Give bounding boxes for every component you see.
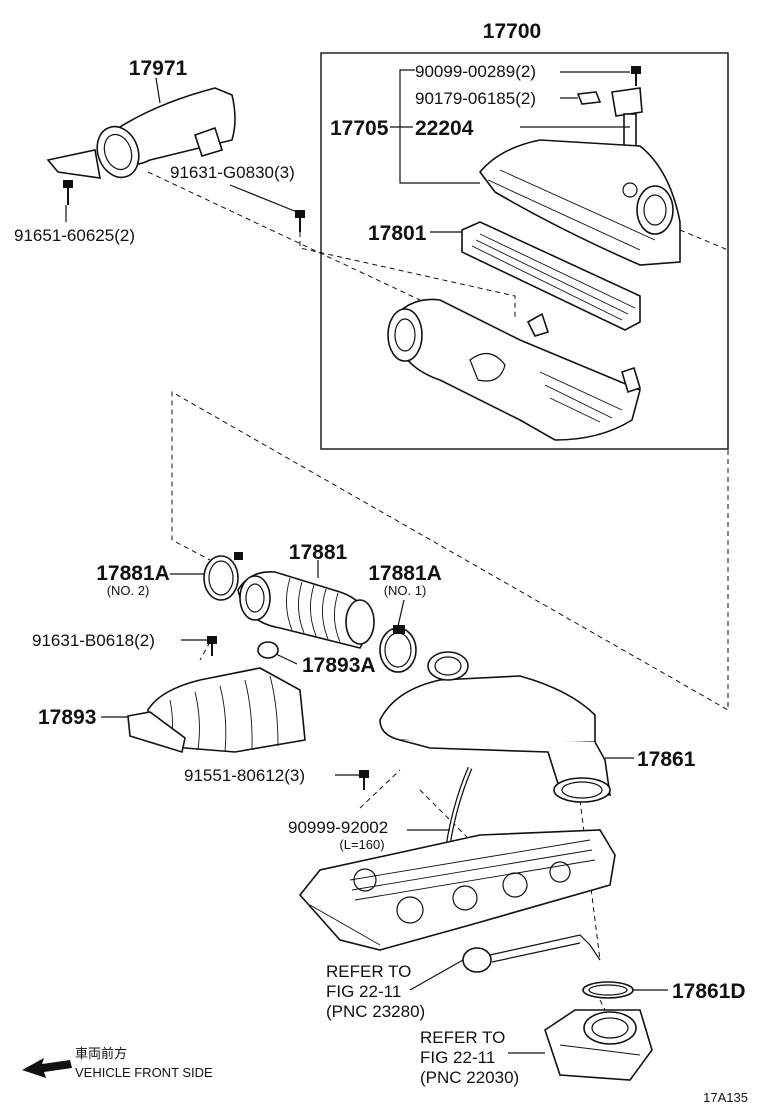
air-cleaner-cap-17705: [478, 139, 681, 266]
label-91631-b0618: 91631-B0618(2): [32, 631, 155, 650]
label-17881a-left: 17881A: [96, 562, 170, 585]
label-90099-00289: 90099-00289(2): [415, 62, 536, 81]
refer-note-1-line2: FIG 22-11: [326, 982, 401, 1001]
label-17881a-left-note: (NO. 2): [107, 583, 150, 598]
label-91551-80612: 91551-80612(3): [184, 766, 305, 785]
label-17881: 17881: [289, 541, 348, 564]
refer-note-1-line1: REFER TO: [326, 962, 411, 981]
bolt-91551-80612: [359, 770, 369, 790]
clamp-17881a-no1: [379, 625, 417, 673]
label-17801: 17801: [368, 222, 427, 245]
label-17893: 17893: [38, 706, 96, 729]
label-17881a-right: 17881A: [368, 562, 442, 585]
clip-90179-06185: [576, 91, 602, 105]
assembly-17700-frame: [320, 52, 729, 450]
bolt-91651-60625: [63, 180, 73, 205]
throttle-body: [544, 1009, 653, 1081]
label-17881a-right-note: (NO. 1): [384, 583, 427, 598]
label-90999-92002-length: (L=160): [339, 837, 384, 852]
label-17700: 17700: [483, 20, 541, 43]
label-17971: 17971: [129, 57, 188, 80]
intake-pipe-17861: [379, 651, 611, 803]
hose-17881: [237, 571, 375, 649]
figure-code: 17A135: [703, 1090, 748, 1105]
refer-note-1-line3: (PNC 23280): [326, 1002, 425, 1021]
label-17861: 17861: [637, 748, 696, 771]
cylinder-head-cover: [298, 829, 616, 951]
refer-note-2-line1: REFER TO: [420, 1028, 505, 1047]
direction-label-en: VEHICLE FRONT SIDE: [75, 1065, 213, 1080]
label-17893a: 17893A: [302, 654, 376, 677]
air-cleaner-case: [387, 298, 641, 441]
refer-note-2-line2: FIG 22-11: [420, 1048, 495, 1067]
screw-90099-00289: [631, 66, 641, 86]
clamp-17881a-no2: [203, 552, 243, 601]
label-90999-92002: 90999-92002: [288, 818, 388, 837]
label-91631-g0830: 91631-G0830(3): [170, 163, 295, 182]
front-direction-arrow-icon: [22, 1058, 72, 1078]
filter-element-17801: [461, 221, 641, 331]
clip-17893a: [257, 641, 279, 659]
pcv-valve: [462, 934, 601, 973]
label-91651-60625: 91651-60625(2): [14, 226, 135, 245]
resonator-17893: [127, 667, 306, 754]
refer-note-2-line3: (PNC 22030): [420, 1068, 519, 1087]
inlet-duct-17971: [46, 87, 236, 179]
label-22204: 22204: [415, 117, 474, 140]
label-17861d: 17861D: [672, 980, 746, 1003]
bolt-91631-b0618: [207, 636, 217, 656]
leader-lines: [65, 69, 668, 1054]
label-17705: 17705: [330, 117, 389, 140]
sensor-22204: [611, 87, 643, 147]
bolt-91631-g0830: [295, 210, 305, 232]
clamp-17861d: [582, 981, 634, 999]
direction-label-jp: 車両前方: [75, 1046, 127, 1061]
label-90179-06185: 90179-06185(2): [415, 89, 536, 108]
